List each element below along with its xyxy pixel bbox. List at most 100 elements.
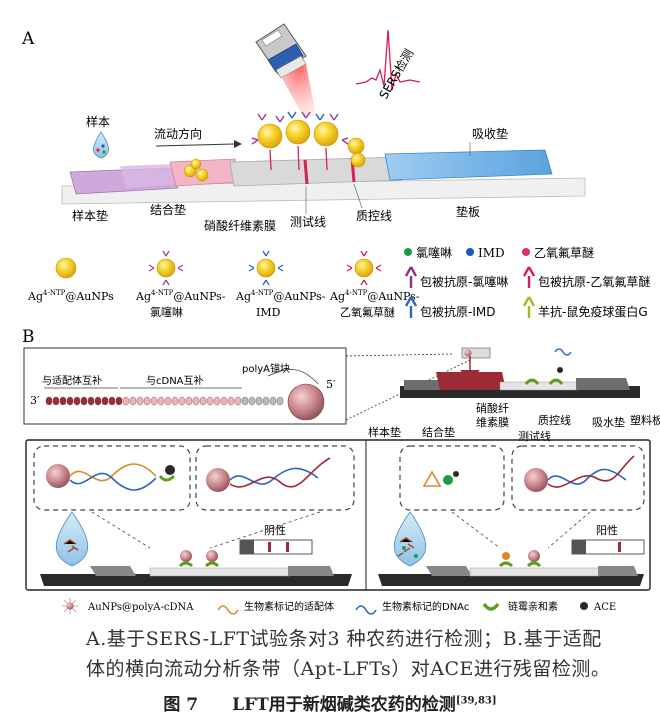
sers-label: SERS检测: [376, 46, 417, 101]
conj-np: [195, 168, 209, 182]
legend-np4-name: 乙氧氟草醚: [340, 305, 395, 319]
conjugate-pad-label: 结合垫: [150, 202, 186, 217]
flow-arrowhead: [234, 140, 242, 148]
positive-label: 阳性: [596, 523, 618, 537]
neg-t-line: [268, 542, 271, 552]
dnac-strand: [229, 467, 319, 485]
b-dna-icon: [554, 348, 572, 356]
aptamer-folded-icon: [422, 470, 442, 487]
aptamer-comp-label: 与适配体互补: [42, 374, 102, 387]
pos-strip-absorb: [598, 566, 638, 576]
legend-dot3: 乙氧氟草醚: [534, 246, 594, 260]
dot-oxyfluorfen: [522, 248, 530, 256]
pos-c-line: [618, 542, 621, 552]
drop-dot: [101, 144, 105, 148]
end-3-label: 3′: [30, 394, 40, 407]
nucleotide-bead: [269, 396, 277, 406]
negative-scene: 阴性: [33, 445, 355, 586]
b-sample-pad: [404, 380, 448, 390]
neg-drop-icon: [55, 511, 89, 567]
zoom-leader: [345, 353, 453, 357]
b-absorbent-pad-label: 吸水垫: [592, 415, 625, 429]
nucleotide-bead: [164, 396, 172, 406]
legend-antibody-rows: 包被抗原-氯噻啉 包被抗原-乙氧氟草醚 包被抗原-IMD 羊抗-鼠免疫球蛋白G: [404, 266, 650, 319]
pos-bead: [524, 468, 548, 492]
legend-np-imd: [256, 258, 276, 278]
neg-cl-bead: [206, 550, 218, 562]
b-conjugate-pad: [436, 372, 506, 390]
sample-pad-overlap: [120, 164, 180, 188]
sample-pad-label: 样本垫: [72, 208, 108, 223]
neg-bead: [46, 464, 70, 488]
figure-title: 图 7 LFT用于新烟碱类农药的检测[39,83]: [0, 690, 660, 715]
legend-b-aunp-icon: [66, 602, 74, 610]
nucleotide-bead: [206, 396, 214, 406]
legend-np2: Ag4-NTP@AuNPs-: [135, 289, 226, 303]
legend-b-item1: AuNPs@polyA-cDNA: [87, 602, 194, 613]
nucleotide-bead: [262, 396, 270, 406]
b-test-line-icon: [524, 378, 540, 385]
nucleotide-bead: [59, 396, 67, 406]
panel-b-legend: AuNPs@polyA-cDNA 生物素标记的适配体 生物素标记的DNAc 链霉…: [62, 598, 616, 615]
legend-dot1: 氯噻啉: [416, 245, 452, 260]
nucleotide-bead: [178, 396, 186, 406]
cdna-comp-label: 与cDNA互补: [146, 374, 204, 387]
legend-dot2: IMD: [478, 246, 505, 260]
legend-ab3: 包被抗原-IMD: [420, 304, 495, 319]
pos-capture-lines: [498, 561, 542, 568]
b-backing-label: 塑料板: [630, 413, 660, 427]
sers-spectrum: [355, 29, 421, 91]
legend-b-item3: 生物素标记的DNAc: [382, 600, 469, 613]
neg-bead-2: [206, 468, 230, 492]
pos-cart-grip: [572, 540, 586, 554]
pos-cl-bead: [528, 550, 540, 562]
neg-strip-sample: [90, 566, 136, 576]
legend-b-ace-icon: [580, 602, 588, 610]
figure-title-ref: [39,83]: [455, 695, 497, 707]
ab-imd-icon: [404, 296, 418, 318]
cdna-strand: [69, 472, 157, 491]
polya-anchor-label: polyA锚块: [242, 363, 290, 375]
dnac-strand: [547, 468, 627, 485]
neg-strip-membrane: [149, 567, 291, 577]
panel-b-strip: [400, 347, 640, 398]
b-sample-pad-label: 样本垫: [368, 425, 401, 439]
legend-np-oxyfluorfen: [354, 258, 374, 278]
nucleotide-bead: [108, 396, 116, 406]
nucleotide-bead: [276, 396, 284, 406]
ab-oxyfluorfen-icon: [522, 266, 536, 288]
legend-np-clothianidin: [156, 258, 176, 278]
legend-b-streptavidin-icon: [482, 602, 500, 611]
legend-np3-name: IMD: [256, 306, 281, 319]
laser-objective-icon: [255, 23, 316, 118]
dot-imd: [466, 248, 474, 256]
aptamer-strand-2: [229, 457, 331, 488]
legend-np4: Ag4-NTP@AuNPs-: [329, 289, 420, 303]
conj-np: [190, 158, 202, 170]
nucleotide-bead: [101, 396, 109, 406]
biotin-icon: [453, 471, 459, 477]
neg-strip-absorb: [288, 566, 334, 576]
label-leader: [353, 183, 363, 209]
nucleotide-bead: [255, 396, 263, 406]
panel-a-label: A: [21, 29, 35, 49]
nucleotide-bead: [136, 396, 144, 406]
nucleotide-bead: [80, 396, 88, 406]
b-conjugate-pad-label: 结合垫: [422, 425, 455, 439]
figure-title-text: 图 7 LFT用于新烟碱类农药的检测: [163, 695, 456, 715]
neg-strip-backing: [40, 574, 352, 586]
pos-tl-aptamer: [502, 552, 510, 560]
probe-bead-chain: [45, 396, 284, 406]
nucleotide-bead: [143, 396, 151, 406]
nucleotide-bead: [52, 396, 60, 406]
callout: [91, 511, 321, 549]
pos-drop-icon: [393, 511, 427, 567]
backing-label: 垫板: [456, 204, 480, 219]
nucleotide-bead: [157, 396, 165, 406]
pos-strip-backing: [378, 574, 644, 586]
absorbent-pad-label: 吸收垫: [472, 126, 508, 141]
b-absorbent-pad: [576, 378, 630, 390]
biotin-icon: [165, 465, 175, 475]
